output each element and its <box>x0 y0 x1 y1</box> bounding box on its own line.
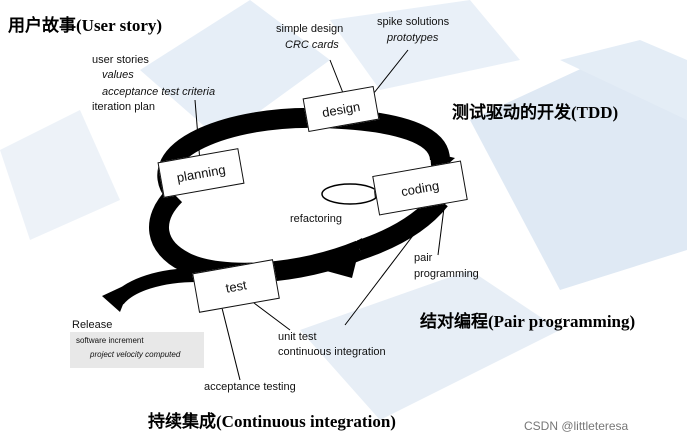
release-arrowhead <box>102 282 132 312</box>
note-unit-test: unit test <box>278 331 317 343</box>
note-user-stories: user stories <box>92 54 149 66</box>
note-acceptance-criteria: acceptance test criteria <box>102 86 216 98</box>
note-crc-cards: CRC cards <box>285 39 339 51</box>
note-acceptance-testing: acceptance testing <box>204 381 296 393</box>
note-values: values <box>102 69 134 81</box>
note-iteration-plan: iteration plan <box>92 101 155 113</box>
note-release: Release <box>72 319 113 331</box>
note-prototypes: prototypes <box>387 32 439 44</box>
heading-continuous-integration: 持续集成(Continuous integration) <box>148 412 396 431</box>
heading-user-story: 用户故事(User story) <box>8 16 163 35</box>
note-refactoring: refactoring <box>290 213 342 225</box>
note-simple-design: simple design <box>276 23 344 35</box>
note-software-increment: software increment <box>76 336 144 345</box>
watermark: CSDN @littleteresa <box>524 419 629 433</box>
refactoring-loop <box>321 183 379 205</box>
note-pair: pair <box>414 252 433 264</box>
cycle-arrowhead-left <box>312 238 362 278</box>
release-arrow-body <box>112 268 199 305</box>
note-project-velocity: project velocity computed <box>90 350 181 359</box>
background-decoration <box>0 0 687 420</box>
heading-tdd: 测试驱动的开发(TDD) <box>452 103 619 122</box>
heading-pair-programming: 结对编程(Pair programming) <box>420 312 636 331</box>
note-programming: programming <box>414 268 479 280</box>
cycle-lower-arc <box>356 193 448 260</box>
note-continuous-integration: continuous integration <box>278 346 386 358</box>
release-box <box>70 332 204 368</box>
note-spike-solutions: spike solutions <box>377 16 450 28</box>
